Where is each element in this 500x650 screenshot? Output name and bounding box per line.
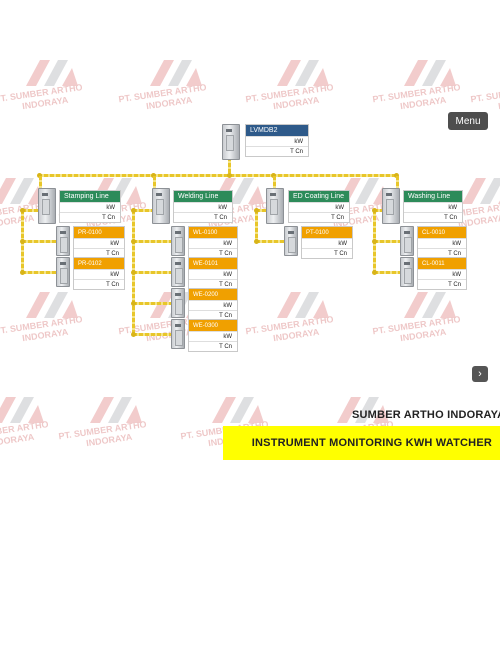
meter-cabinet-icon [400, 226, 414, 256]
kw-readout: kW [74, 238, 124, 248]
meter-title: PR-0100 [74, 227, 124, 238]
tcn-readout: T Cn [404, 212, 462, 222]
washing-cabinet-icon [382, 188, 400, 224]
kw-readout: kW [189, 300, 237, 310]
panel-ed-coating-line[interactable]: ED Coating Line kW T Cn [288, 190, 350, 223]
title-banner: INSTRUMENT MONITORING KWH WATCHER [223, 426, 500, 460]
company-name: SUMBER ARTHO INDORAYA [352, 409, 500, 421]
meter-title: WE-0300 [189, 320, 237, 331]
chevron-right-icon: › [478, 368, 482, 380]
meter-cabinet-icon [171, 288, 185, 318]
meter-wl-0100[interactable]: WL-0100 kW T Cn [188, 226, 238, 259]
next-slide-button[interactable]: › [472, 366, 488, 382]
panel-title: Welding Line [174, 191, 232, 202]
kw-readout: kW [246, 136, 308, 146]
kw-readout: kW [74, 269, 124, 279]
meter-pt-0100[interactable]: PT-0100 kW T Cn [301, 226, 353, 259]
meter-pr-0100[interactable]: PR-0100 kW T Cn [73, 226, 125, 259]
menu-button[interactable]: Menu [448, 112, 488, 130]
meter-title: WL-0100 [189, 227, 237, 238]
meter-cabinet-icon [56, 257, 70, 287]
tcn-readout: T Cn [74, 248, 124, 258]
tcn-readout: T Cn [60, 212, 120, 222]
meter-title: PR-0102 [74, 258, 124, 269]
kw-readout: kW [404, 202, 462, 212]
meter-cabinet-icon [284, 226, 298, 256]
panel-washing-line[interactable]: Washing Line kW T Cn [403, 190, 463, 223]
kw-readout: kW [189, 269, 237, 279]
kw-readout: kW [189, 238, 237, 248]
meter-cabinet-icon [171, 226, 185, 256]
meter-cabinet-icon [171, 319, 185, 349]
panel-title: LVMDB2 [246, 125, 308, 136]
meter-we-0200[interactable]: WE-0200 kW T Cn [188, 288, 238, 321]
kw-readout: kW [174, 202, 232, 212]
panel-title: ED Coating Line [289, 191, 349, 202]
meter-title: CL-0011 [418, 258, 466, 269]
stamping-cabinet-icon [38, 188, 56, 224]
tcn-readout: T Cn [289, 212, 349, 222]
meter-cabinet-icon [400, 257, 414, 287]
meter-cabinet-icon [171, 257, 185, 287]
tcn-readout: T Cn [189, 310, 237, 320]
tcn-readout: T Cn [418, 279, 466, 289]
meter-we-0300[interactable]: WE-0300 kW T Cn [188, 319, 238, 352]
tcn-readout: T Cn [189, 248, 237, 258]
meter-title: WE-0101 [189, 258, 237, 269]
kw-readout: kW [418, 269, 466, 279]
tcn-readout: T Cn [302, 248, 352, 258]
kw-readout: kW [189, 331, 237, 341]
panel-lvmdb2[interactable]: LVMDB2 kW T Cn [245, 124, 309, 157]
panel-title: Stamping Line [60, 191, 120, 202]
meter-pr-0102[interactable]: PR-0102 kW T Cn [73, 257, 125, 290]
panel-welding-line[interactable]: Welding Line kW T Cn [173, 190, 233, 223]
panel-title: Washing Line [404, 191, 462, 202]
kw-readout: kW [60, 202, 120, 212]
coating-cabinet-icon [266, 188, 284, 224]
kw-readout: kW [302, 238, 352, 248]
welding-cabinet-icon [152, 188, 170, 224]
tcn-readout: T Cn [74, 279, 124, 289]
tcn-readout: T Cn [246, 146, 308, 156]
tcn-readout: T Cn [418, 248, 466, 258]
meter-cl-0011[interactable]: CL-0011 kW T Cn [417, 257, 467, 290]
tcn-readout: T Cn [189, 279, 237, 289]
kw-readout: kW [418, 238, 466, 248]
meter-we-0101[interactable]: WE-0101 kW T Cn [188, 257, 238, 290]
tcn-readout: T Cn [189, 341, 237, 351]
meter-title: PT-0100 [302, 227, 352, 238]
tcn-readout: T Cn [174, 212, 232, 222]
meter-cl-0010[interactable]: CL-0010 kW T Cn [417, 226, 467, 259]
banner-title: INSTRUMENT MONITORING KWH WATCHER [251, 437, 492, 449]
root-cabinet-icon [222, 124, 240, 160]
panel-stamping-line[interactable]: Stamping Line kW T Cn [59, 190, 121, 223]
meter-title: WE-0200 [189, 289, 237, 300]
kw-readout: kW [289, 202, 349, 212]
meter-title: CL-0010 [418, 227, 466, 238]
meter-cabinet-icon [56, 226, 70, 256]
